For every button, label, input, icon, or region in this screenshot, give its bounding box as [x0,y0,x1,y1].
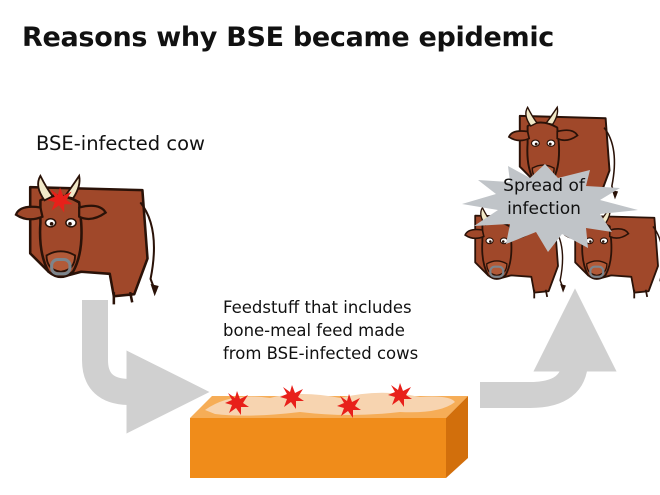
feed-caption-line: Feedstuff that includes [223,298,412,317]
feed-caption-line: from BSE-infected cows [223,344,419,363]
feed-caption-line: bone-meal feed made [223,321,405,340]
spread-label: Spread of infection [496,175,592,221]
spread-burst-icon [462,164,638,252]
arrow-feed-to-spread [480,288,617,408]
feed-box-icon [190,392,468,478]
slide-title: Reasons why BSE became epidemic [22,22,555,53]
infected-cow-icon [14,174,161,306]
infected-cow-label: BSE-infected cow [36,132,205,155]
spread-label-line: infection [507,199,581,219]
arrow-cow-to-feed [82,300,210,434]
feed-caption: Feedstuff that includes bone-meal feed m… [223,296,418,365]
spread-label-line: Spread of [503,176,585,196]
